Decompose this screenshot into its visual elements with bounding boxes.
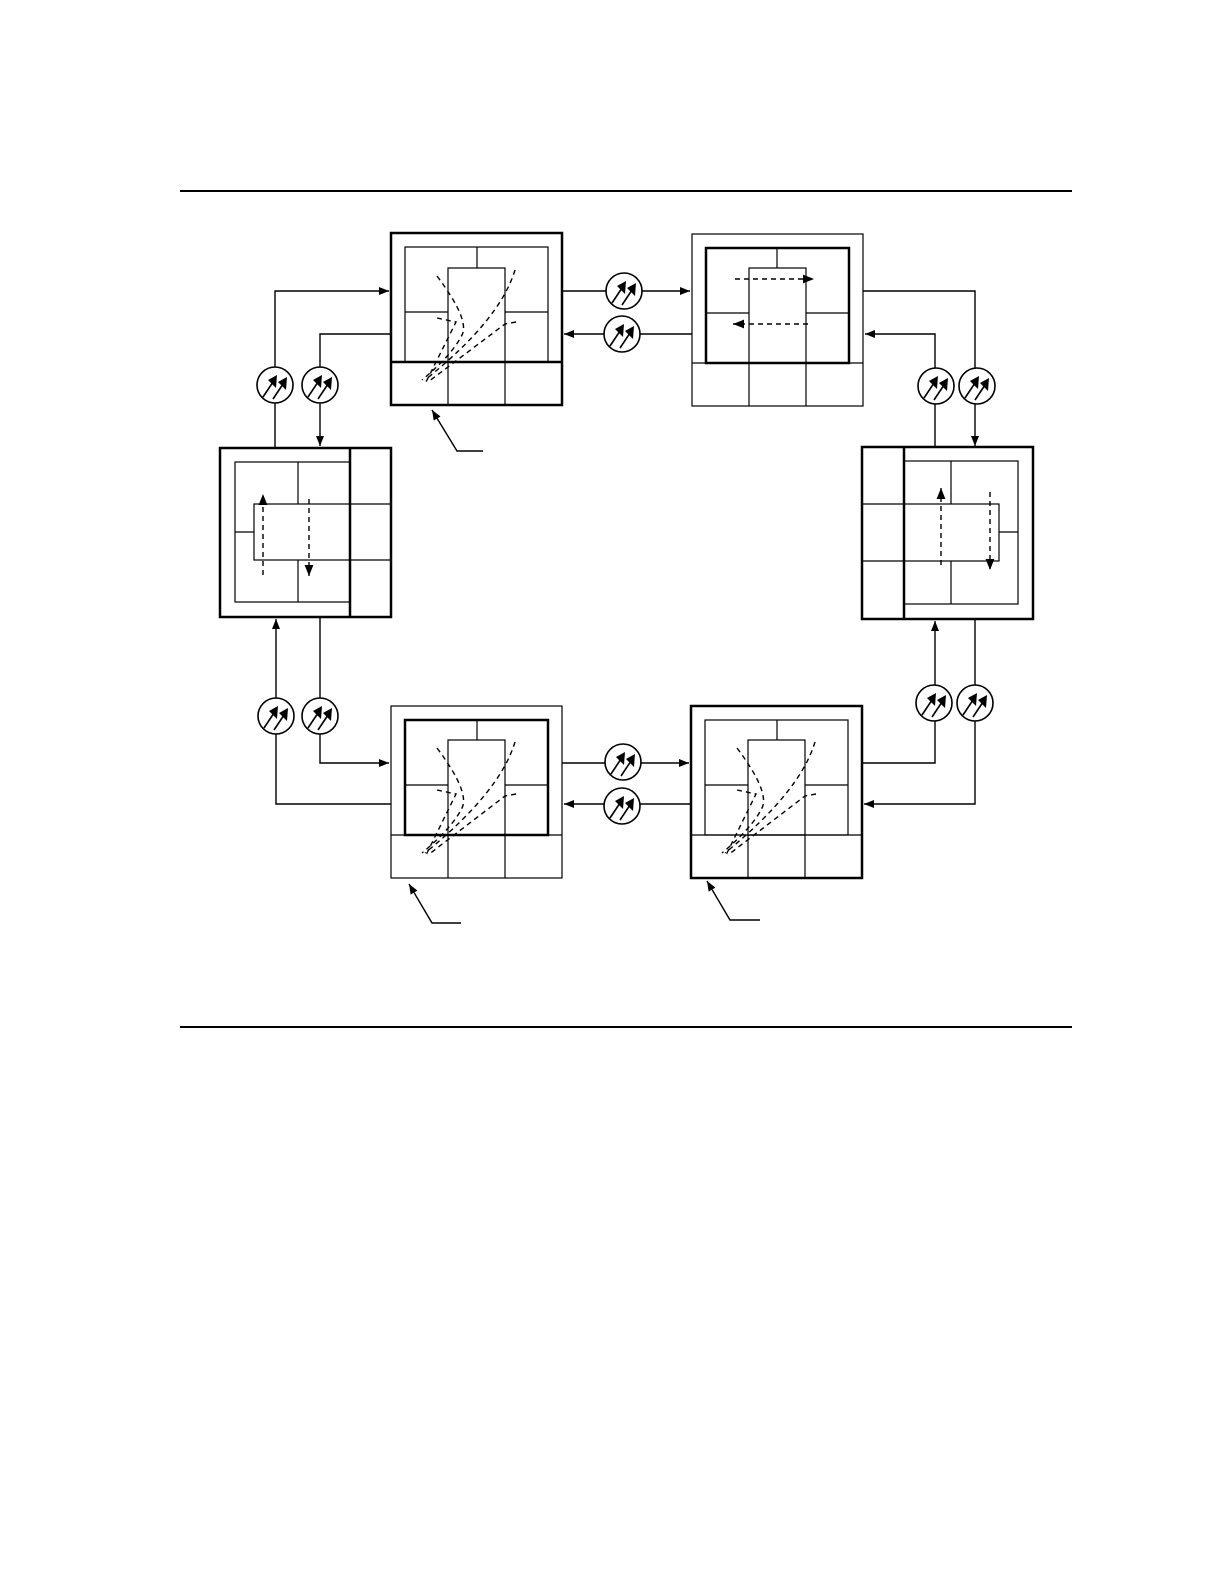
callouts [409, 410, 760, 923]
amplifier-icon [606, 273, 642, 309]
amplifier-icon [257, 367, 293, 403]
node-bottom-left [391, 706, 562, 878]
callout-leader-bottom-right [707, 881, 760, 920]
link-left-to-topleft [275, 291, 389, 448]
node-bottom-right [691, 706, 862, 878]
amplifier-icon [916, 685, 952, 721]
amplifier-icon [302, 698, 338, 734]
node-right [862, 447, 1033, 619]
amplifier-icon [258, 698, 294, 734]
amplifier-icon [918, 368, 954, 404]
callout-leader-top-left [432, 410, 483, 451]
link-topright-to-right [863, 291, 975, 446]
amplifier-layer [257, 273, 995, 824]
callout-leader-bottom-left [409, 884, 461, 923]
amplifier-icon [302, 367, 338, 403]
node-top-right [692, 234, 863, 406]
amplifier-icon [959, 368, 995, 404]
fiber-links [275, 291, 975, 804]
node-left [220, 448, 391, 617]
amplifier-icon [604, 316, 640, 352]
node-top-left [391, 233, 562, 405]
amplifier-icon [604, 788, 640, 824]
amplifier-icon [605, 744, 641, 780]
link-left-to-bottomleft [320, 617, 389, 763]
amplifier-icon [957, 685, 993, 721]
